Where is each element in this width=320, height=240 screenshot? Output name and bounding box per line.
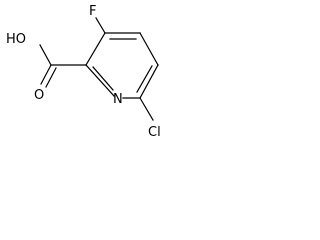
bond-carboxyl-carbon-o-a [40,64,52,85]
structure-canvas: F HO O N Cl [0,0,168,155]
fluorine-label: F [89,4,96,19]
bond-c4-c5 [139,32,159,66]
hydroxyl-label: HO [6,32,26,47]
bond-carboxyl-carbon-oh [39,44,52,66]
bond-c3-f [95,17,106,34]
double-bond-n1-c2-inner [92,66,114,91]
bond-c2-c3 [85,32,106,66]
carbonyl-oxygen-label: O [34,88,44,103]
bond-c6-cl [139,97,154,121]
chlorine-label: Cl [148,125,161,140]
ring-nitrogen-label: N [113,92,123,107]
double-bond-c5-c6-inner [136,65,153,93]
molecule-diagram: F HO O N Cl [6,4,161,140]
bond-n1-c2 [85,64,115,97]
bond-c5-c6 [139,64,159,99]
bond-carboxyl-carbon-o-b [45,67,57,88]
